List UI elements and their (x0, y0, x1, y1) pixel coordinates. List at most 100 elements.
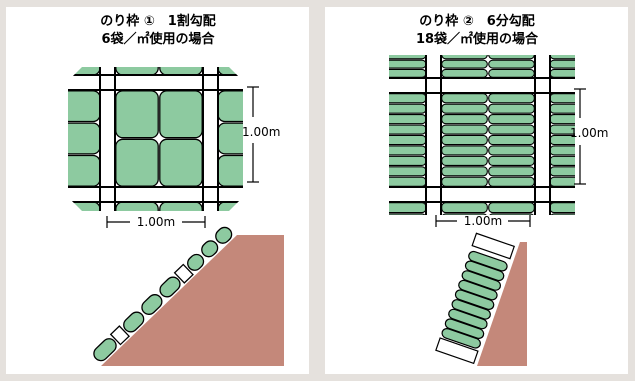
sandbag (389, 103, 427, 114)
sandbag (217, 67, 243, 76)
sandbag (159, 90, 203, 139)
sandbag (488, 166, 535, 177)
dimension-horizontal (435, 215, 531, 227)
diagram-subtitle: 6袋／㎡使用の場合 (101, 31, 215, 47)
sandbag (549, 59, 575, 69)
sandbag (441, 176, 488, 187)
sandbag (389, 176, 427, 187)
sandbag (159, 276, 181, 298)
sandbag (68, 90, 101, 123)
sandbag (488, 124, 535, 135)
soil-slope (477, 242, 527, 366)
sandbag (549, 202, 575, 214)
sandbag (217, 90, 243, 123)
sandbag (441, 134, 488, 146)
sandbag (458, 279, 498, 301)
sandbag (389, 55, 427, 60)
sandbag (489, 213, 534, 215)
sandbag (464, 260, 505, 282)
dimension-label-horizontal: 1.00m (137, 215, 175, 229)
dimension-label-vertical: 1.00m (242, 125, 280, 139)
sandbag (389, 145, 427, 156)
sandbag (441, 93, 488, 104)
sandbag (389, 124, 427, 135)
dimension-label-horizontal: 1.00m (464, 214, 502, 228)
diagram-title: のり枠 ① 1割勾配 (100, 13, 216, 29)
panel-1-svg: のり枠 ① 1割勾配 6袋／㎡使用の場合 1.00m 1.00m (68, 13, 284, 366)
sandbag (441, 328, 481, 349)
sandbag (488, 68, 535, 78)
soil-slope (101, 235, 284, 366)
sandbag (201, 240, 219, 258)
sandbag (488, 93, 535, 104)
sandbag (441, 68, 488, 78)
sandbag (365, 236, 426, 246)
sandbag (550, 225, 605, 235)
sandbag (549, 145, 575, 156)
sandbag (461, 270, 502, 291)
sandbag (448, 308, 488, 330)
bag-grid-plan (365, 42, 605, 246)
diagram-panel-2: のり枠 ② 6分勾配 18袋／㎡使用の場合 1.00m 1.00m (325, 7, 628, 374)
sandbag (441, 155, 488, 166)
sandbag (389, 59, 427, 69)
sandbag (365, 225, 426, 235)
bag-grid-plan (68, 67, 243, 211)
sandbag (550, 213, 575, 215)
sandbag (488, 103, 535, 114)
sandbag (441, 59, 488, 69)
sandbag (454, 289, 495, 310)
frame-beam (173, 263, 194, 284)
slope-section (93, 226, 284, 366)
sandbag (549, 166, 575, 177)
sandbag (550, 236, 605, 246)
sandbag (141, 294, 163, 315)
sandbag (549, 103, 575, 114)
sandbag (549, 176, 575, 187)
sandbag (441, 55, 488, 60)
panel-2-svg: のり枠 ② 6分勾配 18袋／㎡使用の場合 1.00m 1.00m (365, 13, 608, 366)
sandbag (389, 114, 427, 125)
slope-section (435, 232, 527, 366)
sandbag (451, 299, 491, 320)
sandbag (444, 318, 485, 339)
sandbag (215, 226, 233, 244)
frame-beam (109, 325, 130, 346)
sandbag (488, 134, 535, 146)
sandbag (549, 55, 575, 60)
sandbag (123, 311, 145, 333)
sandbag (549, 155, 575, 166)
sandbag (389, 202, 427, 214)
sandbag (488, 114, 535, 125)
sandbag (488, 145, 535, 156)
sandbag (389, 213, 426, 215)
sandbag (93, 338, 117, 362)
sandbag (488, 176, 535, 187)
sandbag (441, 166, 488, 177)
diagram-title: のり枠 ② 6分勾配 (419, 13, 535, 29)
dimension-vertical (247, 86, 259, 183)
sandbag (68, 154, 101, 187)
sandbag (389, 93, 427, 104)
frame-beam (471, 232, 515, 260)
sandbag (115, 138, 159, 187)
diagram-subtitle: 18袋／㎡使用の場合 (416, 31, 539, 47)
sandbag (217, 154, 243, 187)
sandbag (488, 55, 535, 60)
sandbag (389, 155, 427, 166)
frame-beam (435, 337, 479, 365)
sandbag (441, 114, 488, 125)
sandbag (441, 202, 488, 214)
sandbag (68, 201, 101, 211)
sandbag (389, 166, 427, 177)
sandbag (441, 145, 488, 156)
sandbag (549, 93, 575, 104)
sandbag (389, 68, 427, 78)
sandbag (442, 213, 487, 215)
sandbag (68, 122, 101, 155)
dimension-label-vertical: 1.00m (570, 126, 608, 140)
sandbag (488, 155, 535, 166)
sandbag (550, 42, 605, 50)
sandbag (488, 202, 535, 214)
sandbag (468, 250, 508, 272)
